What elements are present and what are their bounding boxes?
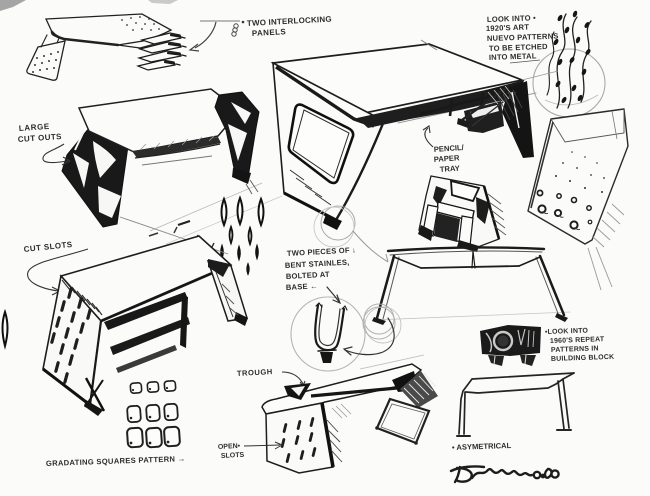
svg-text:• ASYMETRICAL: • ASYMETRICAL: [452, 441, 512, 452]
svg-text:PENCIL/: PENCIL/: [434, 143, 465, 154]
svg-text:LARGE: LARGE: [19, 122, 51, 133]
svg-text:1960'S REPEAT: 1960'S REPEAT: [550, 336, 605, 345]
svg-text:BASE ←: BASE ←: [286, 281, 318, 292]
svg-text:TO BE ETCHED: TO BE ETCHED: [489, 42, 548, 53]
svg-text:TRAY: TRAY: [440, 164, 461, 174]
svg-text:PAPER: PAPER: [434, 153, 461, 164]
svg-text:SLOTS: SLOTS: [221, 452, 245, 460]
svg-text:TWO INTERLOCKING: TWO INTERLOCKING: [247, 15, 332, 28]
svg-text:INTO METAL: INTO METAL: [489, 51, 537, 62]
svg-text:PATTERNS IN: PATTERNS IN: [551, 345, 599, 354]
svg-text:OPEN•: OPEN•: [218, 443, 241, 451]
svg-text:BUILDING BLOCK: BUILDING BLOCK: [551, 354, 615, 363]
svg-text:•LOOK INTO: •LOOK INTO: [545, 327, 589, 336]
svg-text:1920'S ART: 1920'S ART: [486, 22, 530, 33]
svg-text:NUEVO PATTERNS: NUEVO PATTERNS: [487, 32, 559, 43]
svg-text:BENT STAINLES,: BENT STAINLES,: [285, 258, 350, 270]
svg-text:TROUGH: TROUGH: [237, 367, 273, 378]
svg-text:BOLTED AT: BOLTED AT: [286, 270, 330, 281]
svg-text:TWO PIECES OF ↓: TWO PIECES OF ↓: [287, 245, 357, 258]
svg-text:PANELS: PANELS: [252, 27, 287, 38]
svg-text:CUT OUTS: CUT OUTS: [18, 132, 63, 144]
svg-text:LOOK INTO •: LOOK INTO •: [487, 13, 536, 24]
